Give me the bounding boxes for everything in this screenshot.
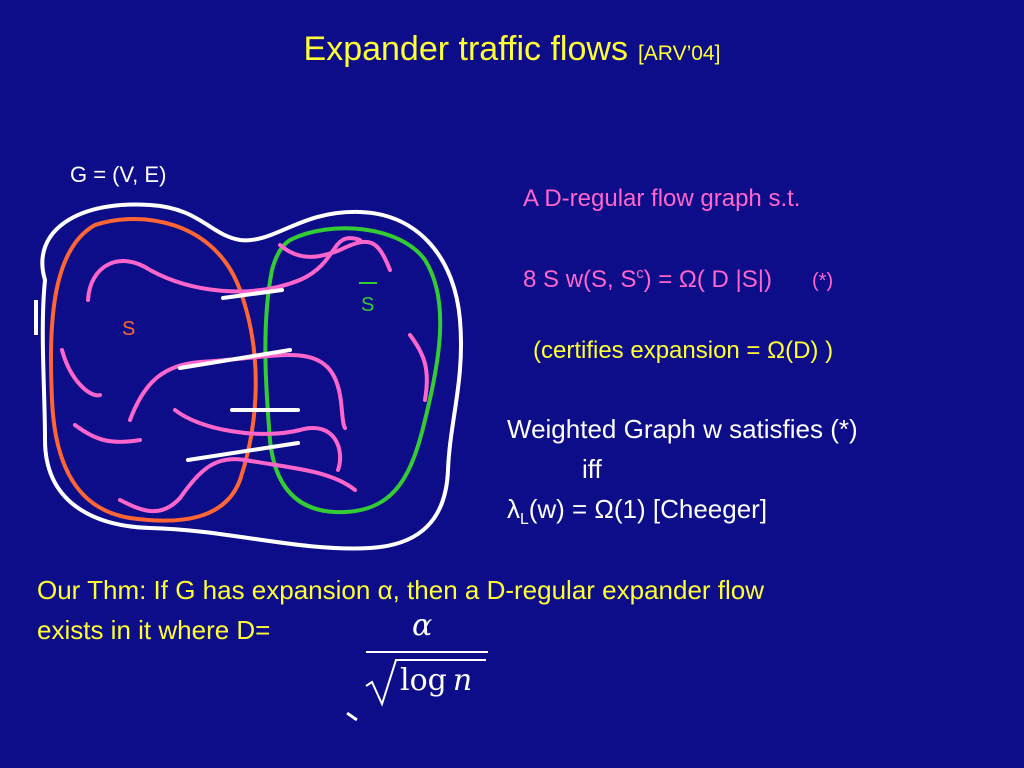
star-marker: (*) [812, 270, 834, 292]
flow-path [73, 423, 142, 444]
def2-prefix: 8 S w(S, S [523, 266, 637, 293]
cut-edge [178, 348, 292, 370]
fraction-denominator: log n [400, 663, 472, 698]
cheeger-line-1: Weighted Graph w satisfies (*) [507, 414, 858, 444]
flow-path [408, 333, 429, 402]
flow-path [278, 239, 392, 272]
complement-region [263, 226, 443, 515]
cheeger-mid: (w) = [528, 494, 595, 524]
flow-path [60, 348, 102, 398]
alpha-symbol: α [377, 575, 393, 605]
omega-symbol: Ω [767, 337, 786, 364]
set-s-label: S [122, 318, 136, 340]
lambda-subscript: L [520, 511, 529, 529]
flow-path [118, 457, 357, 514]
graph-outline [40, 202, 464, 551]
omega-symbol: Ω [594, 494, 614, 524]
flow-path [173, 408, 343, 472]
def2-mid: ) = [643, 266, 679, 293]
fraction-bar [366, 651, 488, 653]
sqrt-radical-icon [365, 659, 486, 707]
definition-line-3: (certifies expansion = Ω(D) ) [533, 337, 833, 365]
title-reference: [ARV’04] [637, 42, 721, 65]
theorem-line-2: exists in it where D= [37, 615, 271, 645]
set-s-region [49, 216, 258, 523]
graph-label: G = (V, E) [70, 162, 167, 187]
def3-suffix: (D) ) [785, 337, 834, 364]
fraction-formula: α log n [362, 608, 490, 708]
flow-path [128, 353, 347, 430]
flow-path [86, 236, 362, 302]
cut-edge [186, 441, 300, 462]
slide-title: Expander traffic flows [ARV’04] [0, 30, 1024, 69]
cheeger-line-3: λL(w) = Ω(1) [Cheeger] [507, 494, 767, 529]
def2-sup: c [636, 266, 644, 282]
title-main: Expander traffic flows [303, 30, 628, 68]
definition-line-1: A D-regular flow graph s.t. [523, 185, 801, 212]
thm1-prefix: Our Thm: If G has expansion [37, 575, 378, 605]
complement-label: S [361, 294, 375, 316]
fraction-numerator: α [412, 608, 433, 643]
den-var: n [452, 663, 473, 698]
complement-overbar [359, 282, 377, 284]
lambda-symbol: λ [507, 494, 520, 524]
cut-edge [221, 288, 284, 300]
def3-prefix: (certifies expansion = [533, 337, 768, 364]
omega-symbol: Ω [678, 266, 697, 293]
definition-line-2: 8 S w(S, Sc) = Ω( D |S|) (*) [523, 266, 833, 294]
cheeger-line-2: iff [582, 454, 602, 484]
den-log: log [400, 663, 447, 698]
cheeger-suffix: (1) [Cheeger] [613, 494, 768, 524]
theorem-line-1: Our Thm: If G has expansion α, then a D-… [37, 575, 764, 606]
def2-suffix: ( D |S|) [696, 266, 773, 293]
thm1-suffix: , then a D-regular expander flow [392, 575, 765, 605]
